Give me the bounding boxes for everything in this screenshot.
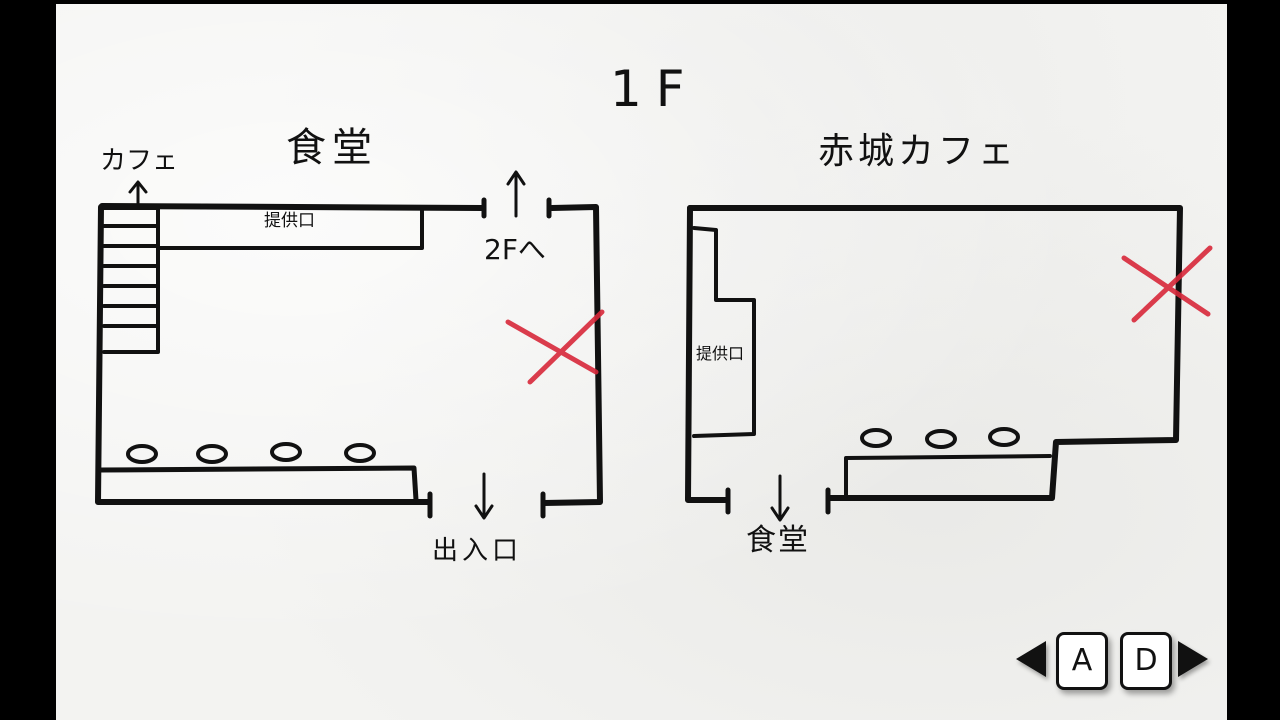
cafe-counter-label: 提供口 bbox=[696, 344, 745, 363]
next-arrow-icon[interactable] bbox=[1178, 641, 1208, 677]
cafe-x-mark bbox=[1121, 245, 1213, 323]
next-key-button[interactable]: D bbox=[1120, 632, 1172, 690]
dining-seats bbox=[126, 442, 376, 464]
dining-x-mark bbox=[505, 309, 605, 385]
previous-key-button[interactable]: A bbox=[1056, 632, 1108, 690]
cafe-arrow bbox=[770, 474, 790, 522]
previous-arrow-icon[interactable] bbox=[1016, 641, 1046, 677]
upstairs-label: 2Fへ bbox=[484, 233, 546, 266]
cafe-table bbox=[844, 454, 1052, 498]
paper-map-sheet bbox=[56, 4, 1227, 720]
dining-stairs bbox=[102, 206, 160, 354]
dining-hall-title: 食堂 bbox=[286, 125, 378, 171]
entrance-label: 出入口 bbox=[432, 536, 523, 566]
cafe-seats bbox=[860, 427, 1020, 449]
dining-counter-label: 提供口 bbox=[264, 211, 315, 231]
dining-arrows bbox=[128, 170, 526, 520]
cafe-walls bbox=[685, 205, 1183, 503]
dining-hall-walls bbox=[95, 203, 603, 506]
dining-door-posts bbox=[427, 197, 552, 519]
cafe-counter bbox=[692, 226, 756, 438]
cafe-title: 赤城カフェ bbox=[818, 131, 1019, 172]
floor-title: 1F bbox=[610, 60, 699, 118]
dining-link-label: 食堂 bbox=[746, 523, 810, 558]
cafe-link-label: カフェ bbox=[100, 146, 179, 176]
cafe-door-posts bbox=[725, 487, 831, 515]
page-navigation: A D bbox=[1014, 630, 1214, 690]
dining-bench bbox=[97, 465, 419, 503]
